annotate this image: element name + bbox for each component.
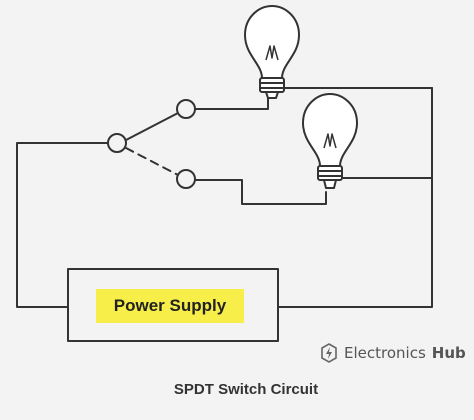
brand-name-light: Electronics bbox=[344, 344, 426, 362]
switch-throw-terminal-1 bbox=[176, 99, 196, 119]
wire-throw-1 bbox=[193, 96, 269, 110]
brand-name-bold: Hub bbox=[431, 344, 466, 362]
electronics-hub-logo-icon bbox=[321, 343, 337, 363]
wire-return-main bbox=[277, 87, 433, 308]
bulb-2-icon bbox=[302, 93, 358, 189]
power-supply-box bbox=[67, 268, 279, 342]
switch-throw-terminal-2 bbox=[176, 169, 196, 189]
wire-throw-2 bbox=[193, 179, 327, 205]
switch-blade-alt bbox=[125, 147, 179, 176]
wire-common bbox=[16, 142, 109, 308]
switch-common-terminal bbox=[107, 133, 127, 153]
brand-watermark: Electronics Hub bbox=[320, 343, 466, 363]
bulb-1-icon bbox=[244, 5, 300, 99]
switch-blade bbox=[125, 112, 179, 141]
power-supply-label: Power Supply bbox=[96, 289, 244, 323]
diagram-caption: SPDT Switch Circuit bbox=[173, 381, 319, 398]
